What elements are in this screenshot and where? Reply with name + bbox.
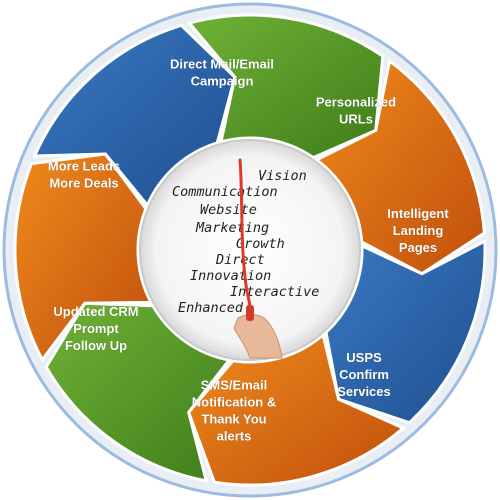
segment-label-direct-mail-line-2: Campaign: [191, 74, 254, 89]
center-word-vision: Vision: [258, 168, 307, 184]
segment-label-sms-email-line-3: Thank You: [201, 412, 266, 427]
segment-label-usps-confirm-line-1: USPS: [346, 350, 382, 365]
arrow-segment-updated-crm: [13, 152, 154, 363]
arrow-segment-more-leads: [32, 23, 237, 209]
segment-label-intelligent-landing-line-3: Pages: [399, 240, 437, 255]
segment-label-sms-email-line-2: Notification &: [192, 395, 277, 410]
segment-label-intelligent-landing-line-1: Intelligent: [387, 206, 449, 221]
segment-label-direct-mail-line-1: Direct Mail/Email: [170, 57, 274, 72]
segment-label-more-leads-line-2: More Deals: [49, 176, 118, 191]
center-word-marketing: Marketing: [195, 220, 269, 236]
center-word-enhanced: Enhanced: [178, 300, 244, 316]
center-word-direct: Direct: [215, 252, 265, 268]
segment-label-sms-email-line-1: SMS/Email: [201, 378, 267, 393]
segment-label-updated-crm-line-1: Updated CRM: [53, 304, 138, 319]
center-circle: [139, 139, 361, 361]
arrow-segment-usps-confirm: [186, 332, 407, 487]
segment-label-personalized-urls-line-1: Personalized: [316, 95, 396, 110]
segment-label-more-leads-line-1: More Leads: [48, 159, 120, 174]
arrow-segment-personalized-urls: [313, 58, 486, 276]
segment-label-updated-crm-line-3: Follow Up: [65, 338, 127, 353]
segment-label-personalized-urls-line-2: URLs: [339, 112, 373, 127]
center-word-communication: Communication: [172, 184, 278, 200]
arrow-segment-intelligent-landing: [324, 238, 487, 425]
segment-label-usps-confirm-line-3: Services: [337, 384, 391, 399]
segment-label-usps-confirm-line-2: Confirm: [339, 367, 389, 382]
arrow-segment-direct-mail: [186, 13, 385, 160]
segment-label-intelligent-landing-line-2: Landing: [393, 223, 444, 238]
center-word-interactive: Interactive: [230, 284, 319, 300]
arrow-segment-sms-email: [44, 301, 232, 483]
segment-label-updated-crm-line-2: Prompt: [73, 321, 119, 336]
center-word-innovation: Innovation: [190, 268, 271, 284]
segment-label-sms-email-line-4: alerts: [217, 429, 252, 444]
center-word-website: Website: [200, 202, 257, 218]
center-word-growth: Growth: [236, 236, 285, 252]
hand-icon: [233, 305, 283, 359]
